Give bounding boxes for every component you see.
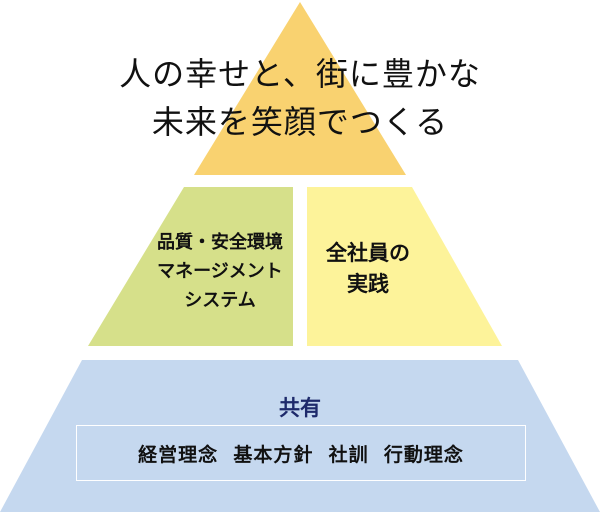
pyramid-base-tier: [0, 360, 600, 512]
shared-title: 共有: [279, 396, 321, 420]
pyramid-top-tier: [194, 2, 406, 175]
quality-safety-system-label: 品質・安全環境 マネージメント システム: [157, 232, 283, 311]
shared-values-list: 経営理念 基本方針 社訓 行動理念: [138, 443, 464, 466]
shared-values-box: 経営理念 基本方針 社訓 行動理念: [76, 425, 526, 481]
pyramid-middle-left-tier: [88, 187, 293, 346]
all-employee-practice-label: 全社員の 実践: [326, 241, 410, 296]
pyramid-middle-right-tier: [307, 187, 502, 346]
mission-statement: 人の幸せと、街に豊かな 未来を笑顔でつくる: [119, 55, 481, 141]
